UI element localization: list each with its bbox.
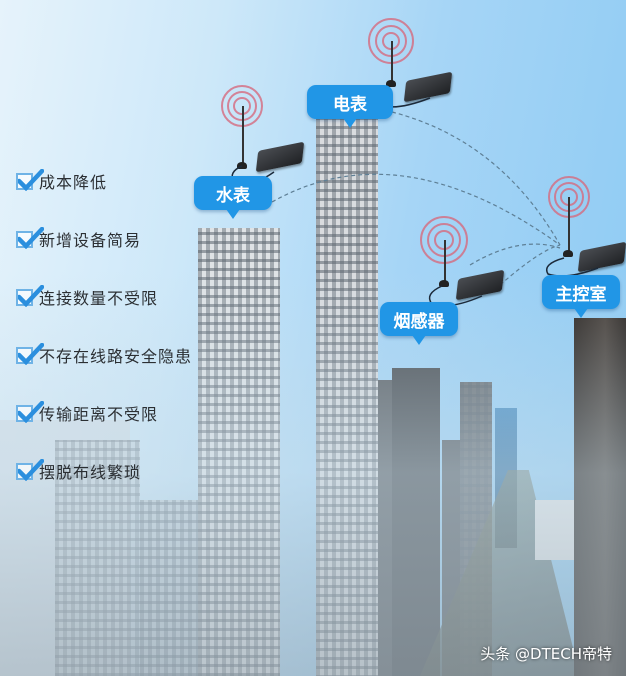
checkbox-checked-icon[interactable] [16, 400, 44, 423]
label-bubble-electric-meter: 电表 [307, 85, 393, 128]
feature-label: 成本降低 [39, 173, 108, 192]
antenna-icon [242, 106, 244, 164]
feature-label: 不存在线路安全隐患 [39, 347, 193, 366]
feature-checklist: 成本降低 新增设备简易 连接数量不受限 不存在线路安全隐患 传输距离不受限 摆脱… [16, 168, 193, 518]
feature-item: 传输距离不受限 [16, 400, 192, 424]
feature-label: 传输距离不受限 [39, 405, 159, 424]
label-bubble-water-meter: 水表 [194, 176, 272, 219]
node-label: 主控室 [555, 284, 607, 305]
antenna-base-icon [386, 80, 396, 87]
antenna-base-icon [439, 280, 449, 287]
feature-label: 新增设备简易 [39, 231, 142, 250]
feature-item: 摆脱布线繁琐 [16, 458, 192, 482]
node-control-room [540, 170, 626, 280]
node-smoke-detector [410, 210, 520, 310]
checkbox-checked-icon[interactable] [16, 168, 44, 191]
node-label: 烟感器 [393, 311, 445, 332]
antenna-icon [391, 41, 393, 83]
feature-label: 摆脱布线繁琐 [39, 463, 142, 482]
label-bubble-smoke-detector: 烟感器 [380, 302, 458, 345]
checkbox-checked-icon[interactable] [16, 226, 44, 249]
checkbox-checked-icon[interactable] [16, 284, 44, 307]
feature-item: 成本降低 [16, 168, 192, 192]
feature-item: 新增设备简易 [16, 226, 192, 250]
antenna-icon [444, 240, 446, 282]
checkbox-checked-icon[interactable] [16, 342, 44, 365]
antenna-icon [568, 197, 570, 253]
antenna-base-icon [563, 250, 573, 257]
node-label: 水表 [216, 185, 250, 206]
feature-label: 连接数量不受限 [39, 289, 159, 308]
feature-item: 连接数量不受限 [16, 284, 192, 308]
node-label: 电表 [333, 94, 367, 115]
watermark: 头条 @DTECH帝特 [480, 645, 612, 663]
cable-icon [546, 257, 599, 277]
antenna-base-icon [237, 162, 247, 169]
node-water-meter [190, 80, 305, 220]
label-bubble-control-room: 主控室 [542, 275, 620, 318]
feature-item: 不存在线路安全隐患 [16, 342, 193, 366]
checkbox-checked-icon[interactable] [16, 458, 44, 481]
